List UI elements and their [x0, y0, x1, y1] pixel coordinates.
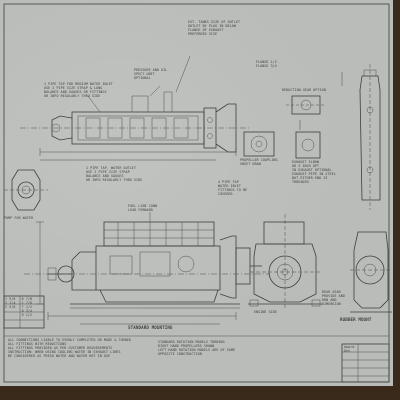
pressure-gauge-note: PRESSURE AND OIL SPECT UNIT OPTIONAL	[134, 68, 168, 80]
sheet-border	[3, 3, 390, 383]
flywheel-view	[4, 169, 48, 211]
dimension-table	[3, 295, 45, 329]
exhaust-note: EXT. TANKS SIZE OF OUTLET OUTLET BY PLUG…	[188, 20, 241, 36]
mount-note: 4 PIPE TAP WATER INLET FITTINGS TO BE CO…	[218, 180, 248, 196]
title-block	[341, 343, 390, 383]
fuel-note: FUEL LINE CONN LEAD FORWARD	[128, 204, 158, 212]
flange-note: FLANGE 1/2 FLANGE 3/4	[256, 60, 277, 68]
coupling-views	[243, 72, 343, 159]
rotation-note: STANDARD ROTATION MODELS TURNING RIGHT H…	[158, 340, 236, 356]
connections-note: ALL CONNECTIONS LIABLE TO EVENLY COMPLET…	[8, 338, 132, 358]
lower-engine-view	[24, 212, 270, 325]
rear-note: REAR GEAR PROVIDE AND RUN AND DIMENSION	[322, 290, 345, 306]
blueprint-sheet: 1 PIPE TAP FOR MEDIUM WATER INLET USE 2 …	[0, 0, 393, 386]
engine-drawing	[3, 3, 392, 383]
rubber-mount-label: RUBBER MOUNT	[340, 317, 372, 322]
dimension-values: 1 5/8 6 7/8 2 1/4 1 7/8 2 5/8 7 1/2 8 3/…	[5, 297, 33, 317]
cylinder-head	[103, 221, 215, 247]
propeller-note: PROPELLER COUPLING SHEET DRAW	[240, 158, 278, 166]
rear-tall-view	[350, 64, 392, 313]
water-pump-note: 1 PIPE TAP FOR MEDIUM WATER INLET USE 2 …	[44, 82, 113, 98]
standard-mounting-label: STANDARD MOUNTING	[128, 325, 173, 330]
pump-label: PUMP FOR WATER	[4, 216, 34, 220]
end-view	[248, 214, 322, 310]
engine-side-label: ENGINE SIDE	[254, 310, 277, 314]
engine-block	[95, 245, 221, 291]
title-block-text: Apprd Des	[344, 345, 355, 353]
reduction-note: REDUCTION GEAR OPTION	[282, 88, 326, 92]
top-engine-view	[20, 55, 250, 161]
exhaust-elbow-note: EXHAUST ELBOW OR 3 INCH OPT IN EXHAUST O…	[292, 160, 336, 184]
flywheel-note: 1 PIPE TAP, WATER OUTLET USE 2 PIPE SIZE…	[86, 166, 143, 182]
